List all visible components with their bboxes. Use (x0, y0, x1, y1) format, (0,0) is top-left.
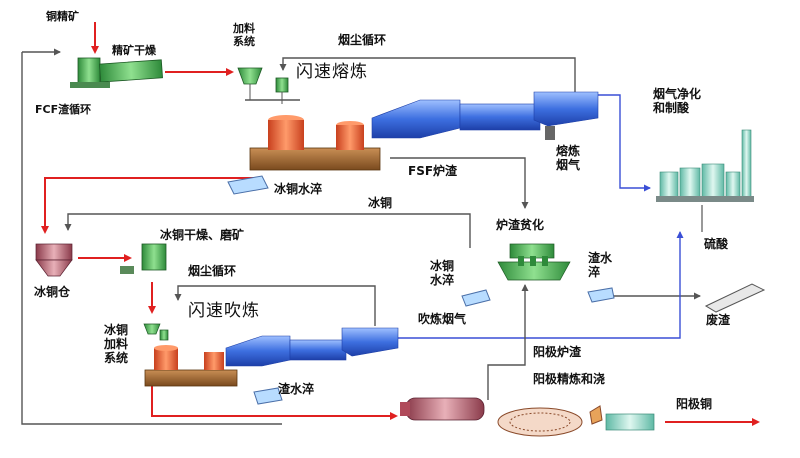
feed-hopper-icon (237, 67, 300, 104)
label-dust-cycle-mid: 烟尘循环 (188, 264, 237, 278)
slag-cleaning-furnace-icon (497, 243, 571, 281)
label-copper-concentrate: 铜精矿 (46, 10, 79, 23)
label-flash-converting: 闪速吹炼 (188, 301, 260, 321)
flow-lines (21, 22, 760, 426)
dust-cycle-top-line (279, 57, 576, 92)
grinder-icon (120, 243, 167, 274)
label-flash-smelting: 闪速熔炼 (296, 62, 368, 82)
label-slag-water-quench-right: 渣水 淬 (588, 251, 613, 279)
label-anode-refining-casting: 阳极精炼和浇 (533, 372, 606, 386)
label-feeding-system: 加料 系统 (233, 22, 255, 48)
flash-furnace-icon (249, 91, 599, 171)
fcf-slag-loop (21, 52, 282, 425)
label-gas-cleaning: 烟气净化 和制酸 (653, 87, 702, 115)
matte-quench-cart-icon (227, 175, 269, 195)
label-matte-feed-system: 冰铜 加料 系统 (104, 323, 129, 365)
label-matte: 冰铜 (368, 196, 393, 210)
label-anode-slag: 阳极炉渣 (533, 345, 582, 359)
label-slag-cleaning: 炉渣贫化 (496, 218, 545, 232)
converting-furnace-icon (144, 327, 399, 387)
label-fsf-slag: FSF炉渣 (408, 164, 458, 178)
arrow-matte-to-bin (41, 177, 262, 234)
waste-pile-icon (704, 283, 766, 313)
label-fcf-slag-cycle: FCF渣循环 (35, 103, 92, 116)
dryer-icon (70, 57, 163, 88)
label-smelting-gas: 熔炼 烟气 (556, 144, 581, 172)
label-matte-water-quench: 冰铜水淬 (274, 182, 323, 196)
slag-quench-carts-icon (461, 287, 615, 307)
matte-bin-icon (35, 243, 73, 277)
label-matte-dry-grind: 冰铜干燥、磨矿 (160, 228, 245, 242)
converting-gas-line (398, 231, 684, 339)
fsf-slag-line (390, 157, 529, 209)
dust-cycle-mid-line (174, 285, 376, 326)
matte-return-line (64, 213, 471, 248)
arrow-converting-to-anode (151, 378, 398, 420)
label-anode-copper: 阳极铜 (676, 397, 713, 411)
bottom-quench-cart-icon (253, 387, 283, 405)
label-matte-water-quench-right: 冰铜 水淬 (430, 259, 455, 287)
casting-wheel-icon (497, 405, 655, 437)
label-slag-water-quench-bottom: 渣水淬 (278, 382, 315, 396)
label-sulfuric-acid: 硫酸 (704, 237, 729, 251)
anode-slag-line (487, 284, 529, 400)
label-dust-cycle-top: 烟尘循环 (338, 33, 387, 47)
smelting-gas-line (598, 94, 651, 192)
label-concentrate-drying: 精矿干燥 (112, 44, 156, 57)
label-matte-bin: 冰铜仓 (34, 285, 71, 299)
acid-plant-icon (656, 129, 754, 202)
converting-feed-icon (143, 323, 169, 341)
anode-furnace-icon (400, 397, 485, 421)
label-converting-gas: 吹炼烟气 (418, 312, 467, 326)
label-waste-slag: 废渣 (706, 313, 731, 327)
